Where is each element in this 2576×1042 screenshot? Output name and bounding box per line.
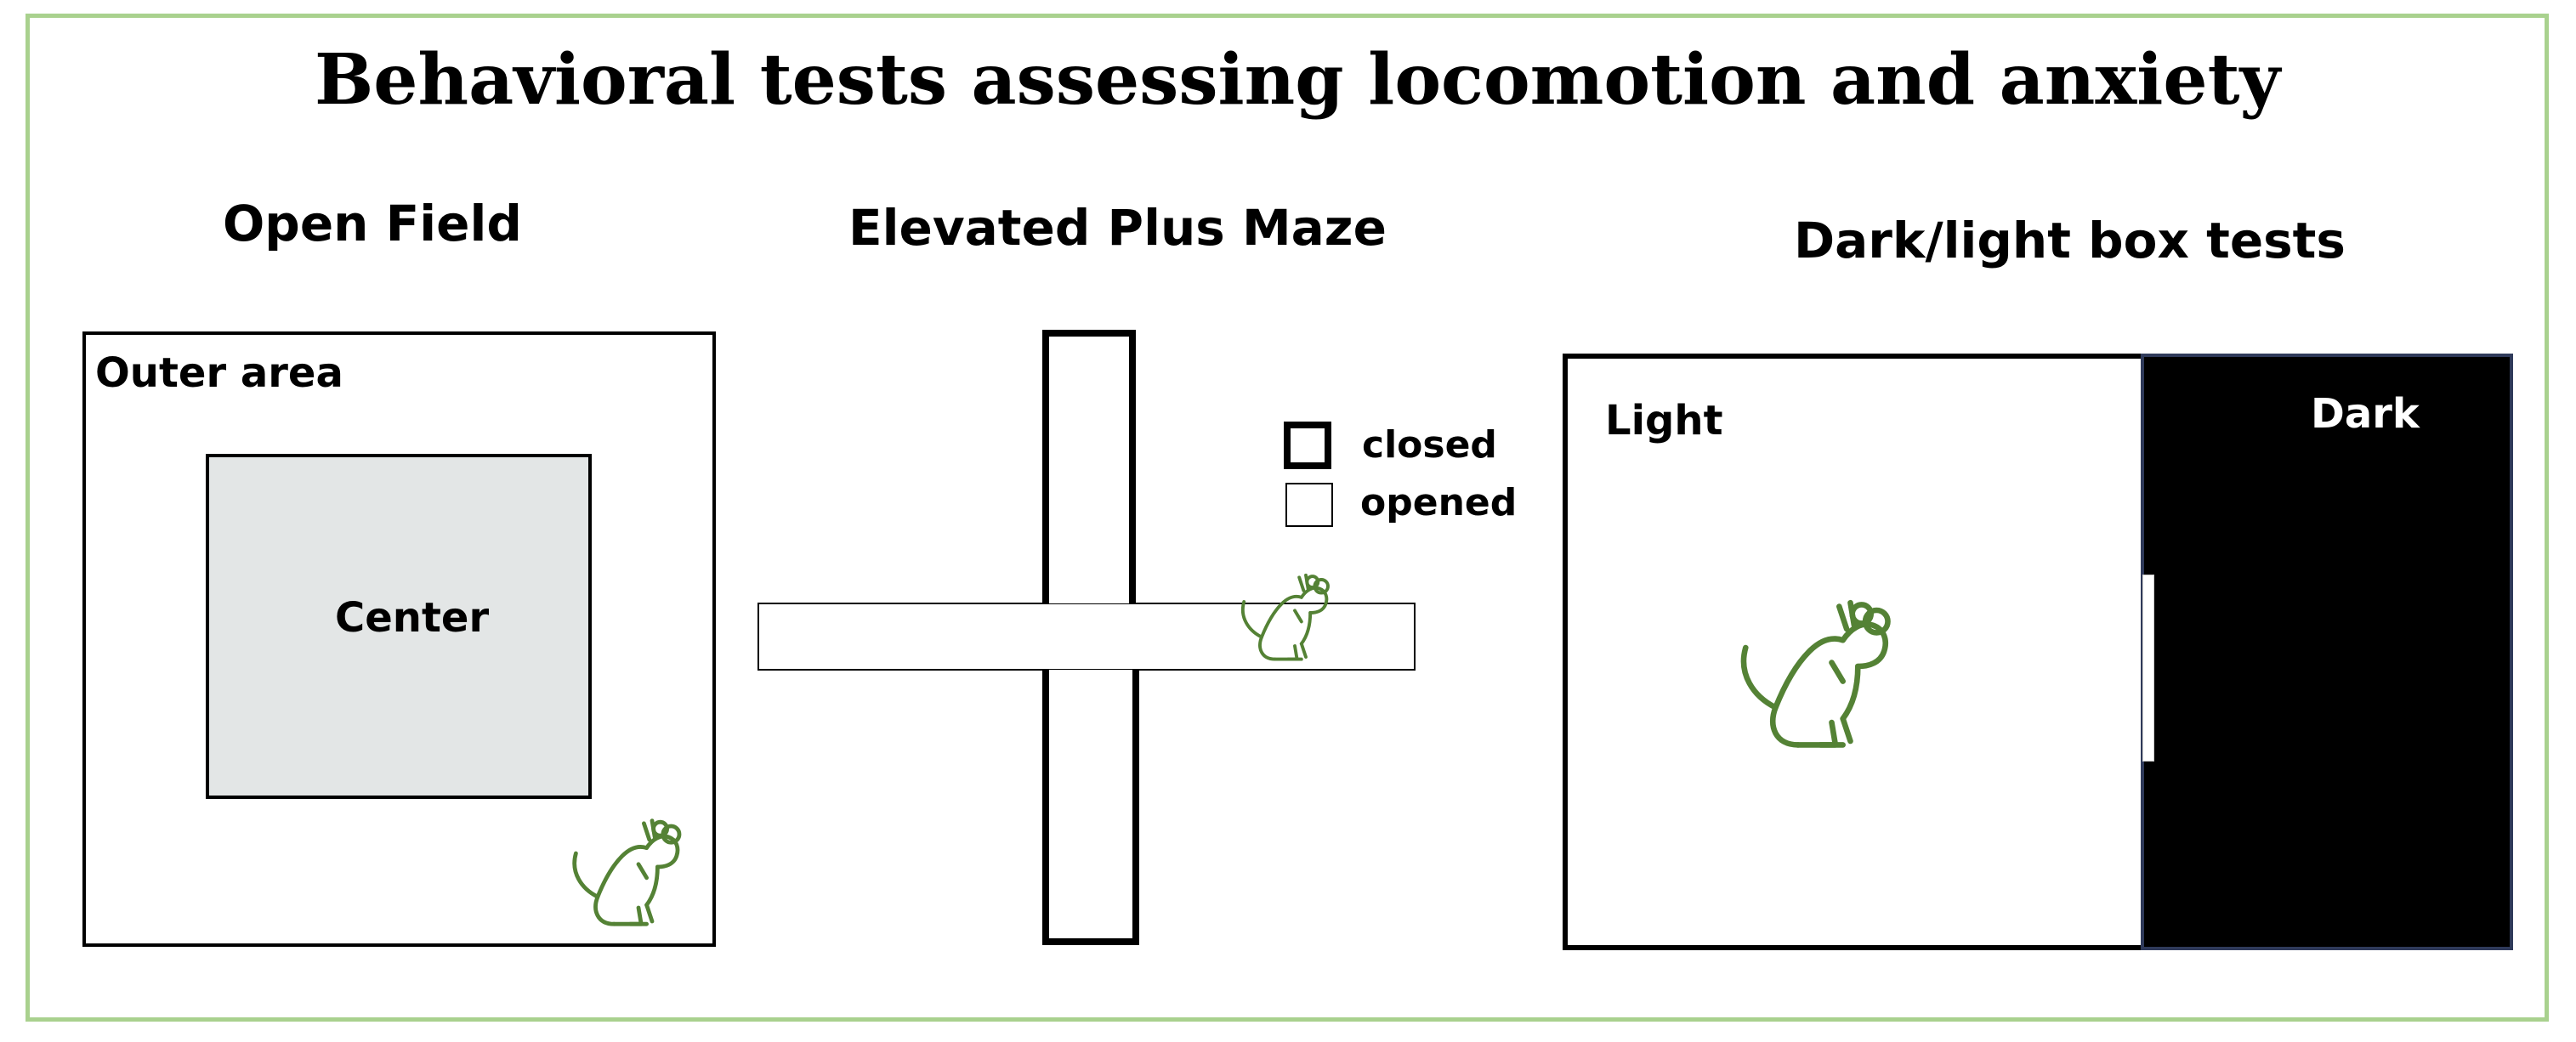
main-title: Behavioral tests assessing locomotion an… xyxy=(315,39,2281,121)
light-label: Light xyxy=(1605,397,1723,445)
dark-compartment xyxy=(2141,354,2513,950)
mouse-icon xyxy=(572,818,682,926)
open-field-heading: Open Field xyxy=(223,195,522,252)
dark-label: Dark xyxy=(2311,390,2420,438)
door-opening xyxy=(2142,575,2154,762)
outer-area-label: Outer area xyxy=(95,349,343,397)
maze-center xyxy=(1048,604,1133,669)
legend-opened-label: opened xyxy=(1360,481,1518,524)
legend-opened-swatch xyxy=(1285,483,1333,527)
center-label: Center xyxy=(335,594,490,642)
legend-closed-label: closed xyxy=(1362,423,1497,467)
plus-maze-heading: Elevated Plus Maze xyxy=(848,199,1387,257)
dark-light-heading: Dark/light box tests xyxy=(1794,212,2346,269)
closed-arm-top xyxy=(1042,330,1136,603)
legend-closed-swatch xyxy=(1284,422,1331,469)
mouse-icon xyxy=(1241,573,1330,661)
mouse-icon xyxy=(1740,599,1891,748)
center-zone xyxy=(206,454,592,799)
figure-frame xyxy=(26,14,2549,1022)
closed-arm-bottom xyxy=(1042,670,1139,945)
light-compartment xyxy=(1563,354,2142,950)
